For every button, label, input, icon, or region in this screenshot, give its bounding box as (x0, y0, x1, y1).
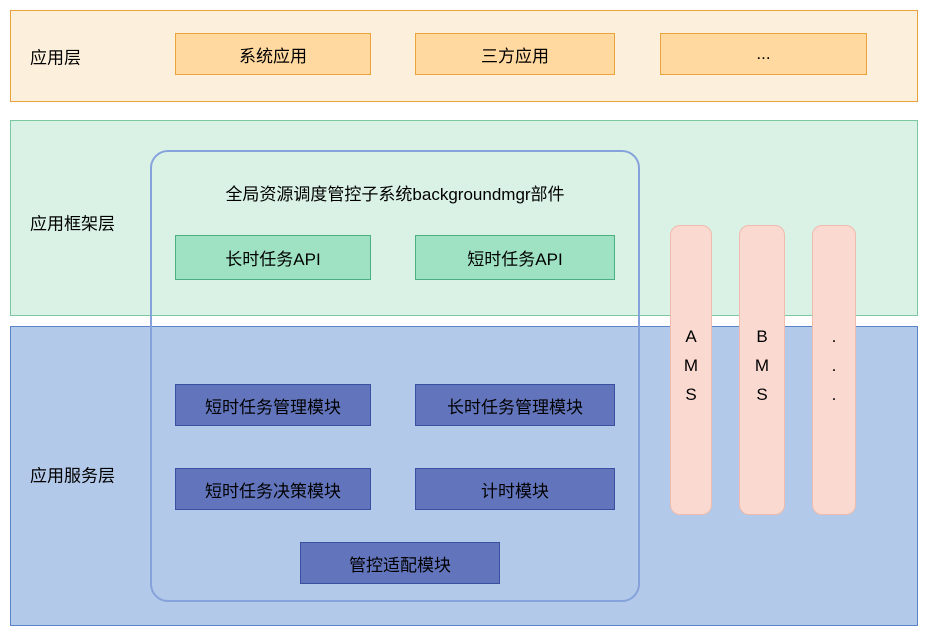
pillar-bms-label: BMS (752, 326, 772, 414)
api-box-long-task: 长时任务API (175, 235, 371, 280)
module-box-long-task-management: 长时任务管理模块 (415, 384, 615, 426)
pillar-ams: AMS (670, 225, 712, 515)
module-box-control-adaptation: 管控适配模块 (300, 542, 500, 584)
module-box-short-task-management: 短时任务管理模块 (175, 384, 371, 426)
pillar-bms: BMS (739, 225, 785, 515)
app-box-thirdparty-application: 三方应用 (415, 33, 615, 75)
pillar-ams-label: AMS (681, 326, 701, 414)
app-box-ellipsis: ... (660, 33, 867, 75)
framework-layer-label: 应用框架层 (30, 214, 115, 234)
api-box-short-task: 短时任务API (415, 235, 615, 280)
module-box-short-task-decision: 短时任务决策模块 (175, 468, 371, 510)
service-layer-label: 应用服务层 (30, 466, 115, 486)
pillar-ellipsis: ... (812, 225, 856, 515)
module-box-timing: 计时模块 (415, 468, 615, 510)
backgroundmgr-subsystem-title: 全局资源调度管控子系统backgroundmgr部件 (225, 185, 565, 204)
application-layer-label: 应用层 (30, 48, 81, 68)
pillar-ellipsis-label: ... (824, 326, 844, 414)
backgroundmgr-subsystem-container (150, 150, 640, 602)
app-box-system-application: 系统应用 (175, 33, 371, 75)
